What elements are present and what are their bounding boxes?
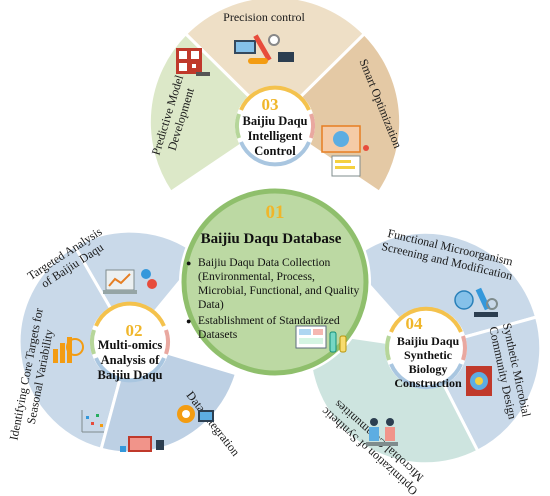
hub-ring-02 [90, 302, 170, 382]
hub-ring-arc [239, 85, 311, 111]
segment-precision-control [183, 0, 367, 125]
center-bullet: Baijiu Daqu Data Collection (Environment… [186, 256, 364, 312]
hub-intelligent-control: 03 Baijiu Daqu Intelligent Control [235, 85, 315, 167]
center-bullet: Establishment of Standardized Datasets [186, 314, 364, 342]
hub-title-line: Intelligent [248, 129, 304, 143]
hub-ring-04 [385, 307, 467, 389]
qr-code-icon [176, 48, 210, 76]
hub-number-03: 03 [262, 95, 279, 114]
hub-number-02: 02 [126, 321, 143, 340]
hub-multiomics: 02 Multi-omics Analysis of Baijiu Daqu [90, 301, 170, 383]
label-precision-control: Precision control [223, 10, 305, 24]
bar-chart-icon [53, 337, 84, 363]
hub-ring-arc [94, 357, 166, 383]
hub-ring-arc [309, 113, 315, 139]
lab-workers-icon [366, 418, 398, 446]
hub-title-line: Synthetic [404, 348, 453, 362]
hub-ring-arc [235, 113, 241, 139]
center-number: 01 [266, 202, 285, 223]
hub-title-line: Baijiu Daqu [397, 334, 460, 348]
hub-title-line: Baijiu Daqu [243, 114, 308, 128]
hub-title-line: Construction [394, 376, 462, 390]
tools-icon [234, 34, 294, 64]
hub-ring-03 [235, 86, 315, 166]
segment-functional-microorganism [345, 230, 539, 350]
microscope-icon [454, 287, 498, 317]
hub-title-line: Control [254, 144, 296, 158]
hub-title-line: Multi-omics [98, 338, 163, 352]
segment-identify-targets [17, 243, 132, 452]
segment-smart-optimization [272, 31, 403, 195]
hub-ring-arc [94, 301, 166, 327]
strategy-icon [321, 125, 369, 177]
hub-ring-arc [461, 335, 467, 361]
hub-ring-arc [164, 329, 170, 355]
hub-title-line: Analysis of [101, 353, 161, 367]
laptop-chart-icon [103, 269, 157, 294]
hub-number-04: 04 [406, 314, 424, 333]
hub-ring-arc [389, 306, 463, 333]
hub-ring-arc [239, 141, 311, 167]
hub-ring-arc [385, 335, 391, 361]
center-title: Baijiu Daqu Database [201, 231, 342, 247]
scatter-icon [81, 410, 104, 433]
gear-icon [177, 405, 214, 423]
hub-title-line: Baijiu Daqu [98, 368, 163, 382]
cluster-multiomics [17, 229, 239, 455]
monitor-icon [120, 436, 164, 452]
microbe-icon [466, 366, 492, 396]
hub-title-line: Biology [409, 362, 448, 376]
hub-synthetic-biology: 04 Baijiu Daqu Synthetic Biology Constru… [385, 306, 467, 390]
hub-ring-arc [389, 363, 463, 390]
hub-ring-arc [90, 329, 96, 355]
center-bullet-list: Baijiu Daqu Data Collection (Environment… [186, 256, 364, 344]
